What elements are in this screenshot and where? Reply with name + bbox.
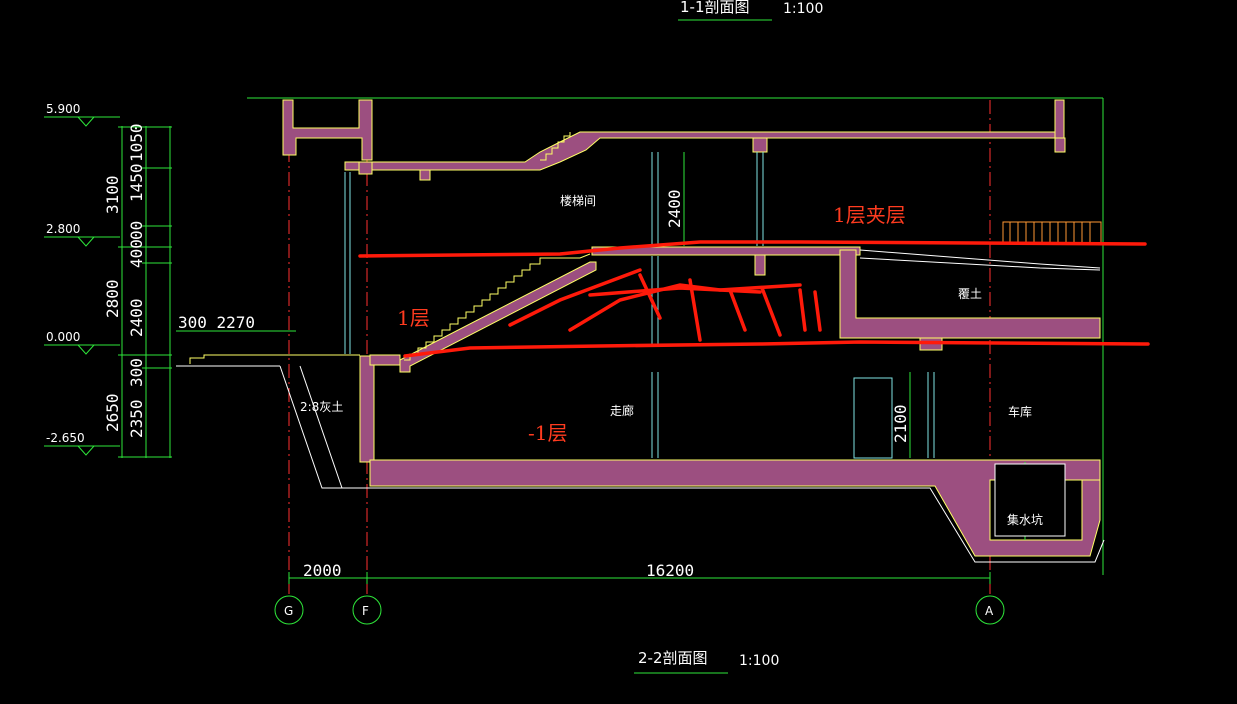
fill-label: 2:8灰土 xyxy=(300,400,343,414)
elevation-mark-2800: 2.800 xyxy=(44,222,120,247)
basement-label: -1层 xyxy=(528,421,567,445)
top-section-title: 1-1剖面图 xyxy=(680,0,750,16)
red-markup xyxy=(358,240,1150,358)
lower-stair xyxy=(404,253,591,361)
svg-text:2650: 2650 xyxy=(103,393,122,432)
svg-text:300 2270: 300 2270 xyxy=(178,313,255,332)
glazing xyxy=(344,152,935,459)
room-garage-label: 车库 xyxy=(1008,404,1032,419)
top-title-block: 1-1剖面图 1:100 xyxy=(678,0,823,21)
svg-text:300: 300 xyxy=(127,358,146,387)
axis-a: A xyxy=(985,604,994,618)
svg-text:1050: 1050 xyxy=(127,123,146,162)
svg-text:2800: 2800 xyxy=(103,279,122,318)
mezzanine-label: 1层夹层 xyxy=(833,203,906,227)
svg-text:-2.650: -2.650 xyxy=(46,431,85,445)
entry-dimension: 300 2270 xyxy=(176,313,296,332)
svg-text:5.900: 5.900 xyxy=(46,102,80,116)
svg-text:400: 400 xyxy=(127,239,146,268)
elevation-mark-minus2650: -2.650 xyxy=(44,431,120,456)
room-corridor-label: 走廊 xyxy=(610,403,634,418)
structure xyxy=(282,99,1101,557)
svg-text:2400: 2400 xyxy=(665,189,684,228)
svg-text:2400: 2400 xyxy=(127,298,146,337)
ground-hatch xyxy=(340,487,1105,563)
svg-text:0.000: 0.000 xyxy=(46,330,80,344)
bottom-section-scale: 1:100 xyxy=(739,653,779,669)
axis-g: G xyxy=(284,604,293,618)
room-soil-label: 覆土 xyxy=(958,287,982,301)
room-stair-label: 楼梯间 xyxy=(560,193,596,208)
svg-text:1450: 1450 xyxy=(127,163,146,202)
fill-wedge xyxy=(279,365,370,489)
elevation-mark-0000: 0.000 xyxy=(44,330,120,355)
bottom-title-block: 2-2剖面图 1:100 xyxy=(634,649,779,674)
floor1-label: 1层 xyxy=(397,306,430,330)
axis-lines xyxy=(288,100,991,596)
svg-text:00: 00 xyxy=(127,221,146,240)
mezzanine-railing xyxy=(1002,221,1102,245)
top-section-scale: 1:100 xyxy=(783,1,823,17)
room-labels: 楼梯间 走廊 覆土 车库 集水坑 2:8灰土 xyxy=(300,193,1043,527)
sump-pit xyxy=(994,463,1066,537)
svg-text:2350: 2350 xyxy=(127,399,146,438)
bottom-dimensions xyxy=(288,572,991,584)
red-labels: 1层夹层 1层 -1层 xyxy=(397,203,906,445)
soil-slope xyxy=(859,249,1101,271)
dim-2000: 2000 xyxy=(303,561,342,580)
axis-f: F xyxy=(362,604,369,618)
svg-text:2100: 2100 xyxy=(891,404,910,443)
dim-16200: 16200 xyxy=(646,561,694,580)
bottom-section-title: 2-2剖面图 xyxy=(638,649,708,667)
elevation-marks: 5.900 2.800 0.000 -2.650 xyxy=(44,102,120,456)
entry-platform xyxy=(176,354,360,367)
elevation-mark-5900: 5.900 xyxy=(44,102,120,127)
room-sump-label: 集水坑 xyxy=(1007,512,1043,527)
svg-text:3100: 3100 xyxy=(103,175,122,214)
vertical-dimension-chains xyxy=(118,126,172,458)
axis-bubbles: G F A xyxy=(274,595,1005,625)
upper-stair xyxy=(540,132,571,161)
vertical-dimension-labels: 3100 2800 2650 1450 400 2400 2350 1050 0… xyxy=(103,123,146,438)
svg-text:2.800: 2.800 xyxy=(46,222,80,236)
